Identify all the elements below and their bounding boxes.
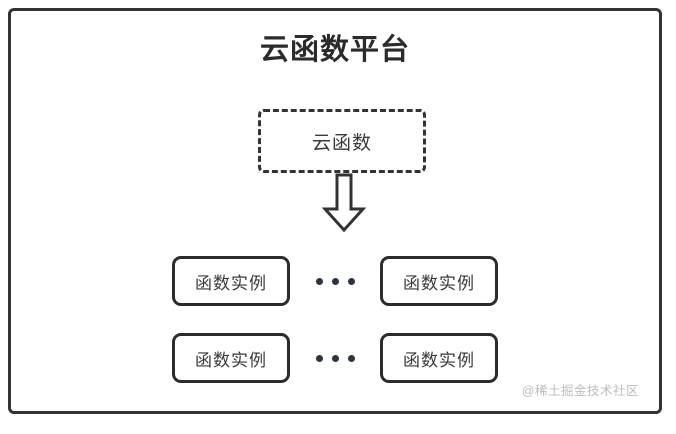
dot-icon (347, 354, 355, 362)
down-block-arrow-icon (321, 173, 367, 233)
dot-icon (347, 277, 355, 285)
page-title: 云函数平台 (259, 34, 410, 66)
dot-icon (331, 354, 339, 362)
function-instance-label: 函数实例 (403, 273, 475, 293)
function-instance-label: 函数实例 (195, 350, 267, 370)
watermark: @稀土掘金技术社区 (521, 384, 639, 398)
instance-row: 函数实例 函数实例 (11, 256, 659, 306)
function-instance-box: 函数实例 (380, 333, 498, 383)
function-instance-box: 函数实例 (380, 256, 498, 306)
dot-icon (331, 277, 339, 285)
function-instance-box: 函数实例 (172, 256, 290, 306)
function-instance-box: 函数实例 (172, 333, 290, 383)
cloud-function-platform-frame: 云函数平台 云函数 函数实例 函数实例 函数实例 函数实例 (8, 8, 662, 414)
cloud-function-label: 云函数 (311, 132, 372, 154)
ellipsis-separator-icon (290, 256, 380, 306)
function-instance-label: 函数实例 (195, 273, 267, 293)
cloud-function-node: 云函数 (258, 109, 426, 173)
instance-row: 函数实例 函数实例 (11, 333, 659, 383)
ellipsis-separator-icon (290, 333, 380, 383)
dot-icon (315, 277, 323, 285)
dot-icon (315, 354, 323, 362)
function-instance-label: 函数实例 (403, 350, 475, 370)
